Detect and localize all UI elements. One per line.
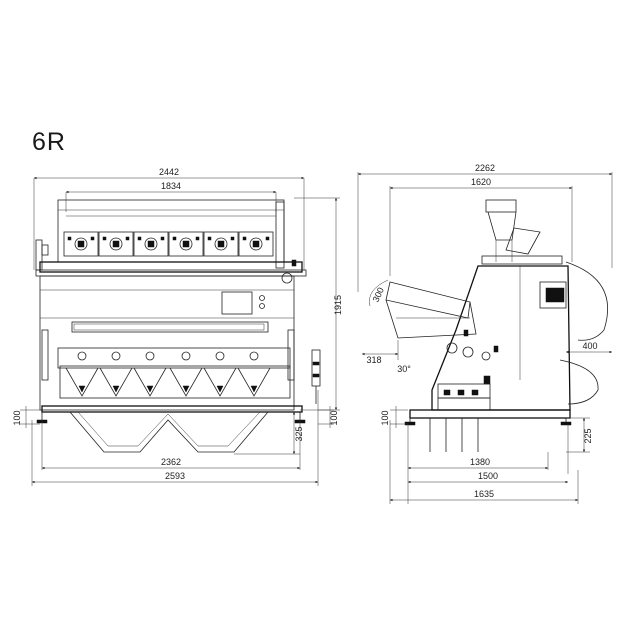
dim-side-foot: 100 bbox=[380, 406, 408, 428]
dim-1380-label: 1380 bbox=[470, 457, 490, 467]
dim-side-base-height: 225 bbox=[566, 417, 593, 453]
dim-2262-label: 2262 bbox=[475, 163, 495, 173]
dim-1635-label: 1635 bbox=[474, 489, 494, 499]
dim-1500-label: 1500 bbox=[478, 471, 498, 481]
dim-right-offset: 400 bbox=[566, 341, 612, 354]
dim-318-label: 318 bbox=[366, 355, 381, 365]
dim-2362-label: 2362 bbox=[161, 457, 181, 467]
dim-side-depth: 2262 bbox=[357, 163, 613, 292]
dim-base-height: 325 bbox=[234, 412, 304, 455]
dim-chute-width: 1834 bbox=[65, 181, 277, 212]
model-title: 6R bbox=[32, 128, 66, 156]
dim-foot-left: 100 bbox=[12, 406, 40, 428]
dim-100-right-label: 100 bbox=[329, 410, 339, 425]
discharge-chutes bbox=[59, 365, 291, 399]
angle-label: 30° bbox=[397, 364, 411, 374]
side-view: 2262 1620 bbox=[357, 163, 613, 504]
dim-400-label: 400 bbox=[582, 341, 597, 351]
dim-hopper-depth: 1620 bbox=[389, 177, 573, 276]
dim-bottom-widths: 2362 2593 bbox=[31, 390, 319, 486]
dim-300-label: 300 bbox=[371, 286, 386, 304]
dim-225-label: 225 bbox=[583, 428, 593, 443]
dim-1620-label: 1620 bbox=[471, 177, 491, 187]
dim-2593-label: 2593 bbox=[165, 471, 185, 481]
dim-side-base-widths: 1380 1500 1635 bbox=[389, 420, 579, 504]
dim-left-offset: 318 bbox=[362, 340, 399, 365]
dim-2442-label: 2442 bbox=[159, 167, 179, 177]
dim-1915-label: 1915 bbox=[333, 295, 343, 315]
dim-1834-label: 1834 bbox=[161, 181, 181, 191]
dim-foot-right: 100 bbox=[318, 406, 339, 428]
front-view: 2442 1834 bbox=[12, 167, 343, 486]
dim-325-label: 325 bbox=[294, 426, 304, 441]
dim-100-left-label: 100 bbox=[12, 410, 22, 425]
dim-height: 1915 bbox=[294, 197, 343, 411]
dim-side-100-label: 100 bbox=[380, 410, 390, 425]
dim-chute-arc: 300 bbox=[369, 279, 389, 307]
feeder-units bbox=[63, 231, 274, 257]
dim-overall-width-top: 2442 bbox=[33, 167, 305, 270]
